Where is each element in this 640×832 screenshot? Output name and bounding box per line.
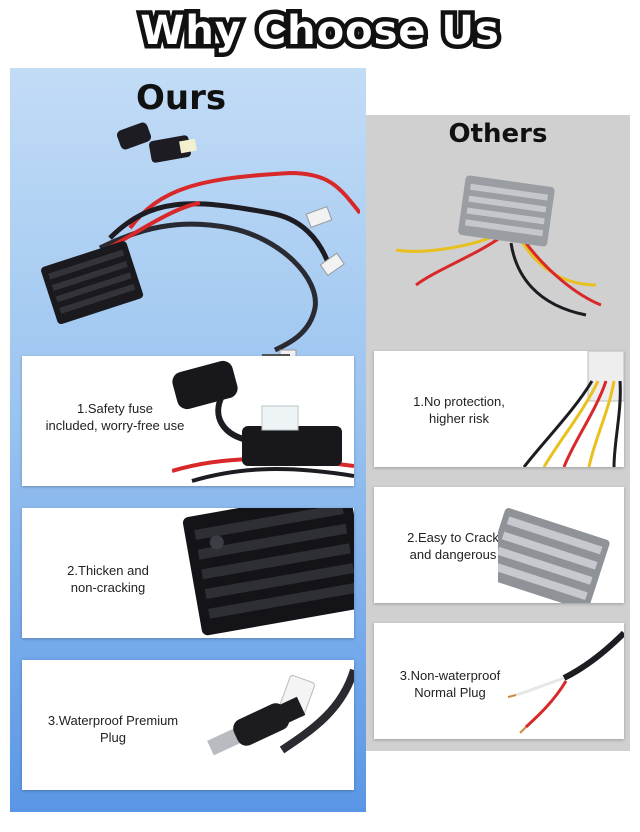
others-feature-card-2: 2.Easy to Crack and dangerous: [374, 487, 624, 603]
waterproof-plug-image: [207, 668, 354, 756]
others-product-image: [395, 175, 602, 317]
others-feature-card-1: 1.No protection, higher risk: [374, 351, 624, 467]
ours-title: Ours: [136, 78, 227, 118]
others-feature-card-3: 3.Non-waterproof Normal Plug: [374, 623, 624, 739]
ours-feature-label-1: 1.Safety fuse included, worry-free use: [45, 401, 185, 433]
ours-feature-card-3: 3.Waterproof Premium Plug: [22, 660, 354, 790]
others-feature-label-2: 2.Easy to Crack and dangerous: [407, 530, 499, 562]
ours-feature-card-2: 2.Thicken and non-cracking: [22, 508, 354, 638]
cracked-box-image: [498, 508, 610, 603]
page-title: Why Choose Us: [136, 4, 504, 59]
heat-sink-image: [182, 508, 354, 636]
ours-feature-label-2: 2.Thicken and non-cracking: [67, 563, 149, 595]
ours-feature-label-3: 3.Waterproof Premium Plug: [47, 713, 179, 745]
others-panel: Others 1.No protection, higher risk 2.Ea…: [366, 115, 630, 751]
ours-feature-card-1: 1.Safety fuse included, worry-free use: [22, 356, 354, 486]
ours-panel: Ours 1.Safety fuse included, worry-free …: [10, 68, 366, 812]
others-title: Others: [448, 119, 548, 149]
others-feature-label-1: 1.No protection, higher risk: [413, 394, 505, 426]
unprotected-wires-image: [522, 351, 624, 467]
fuse-holder-image: [172, 360, 354, 483]
bare-wire-plug-image: [507, 630, 624, 734]
others-feature-label-3: 3.Non-waterproof Normal Plug: [399, 668, 501, 700]
ours-product-image: [41, 122, 360, 358]
